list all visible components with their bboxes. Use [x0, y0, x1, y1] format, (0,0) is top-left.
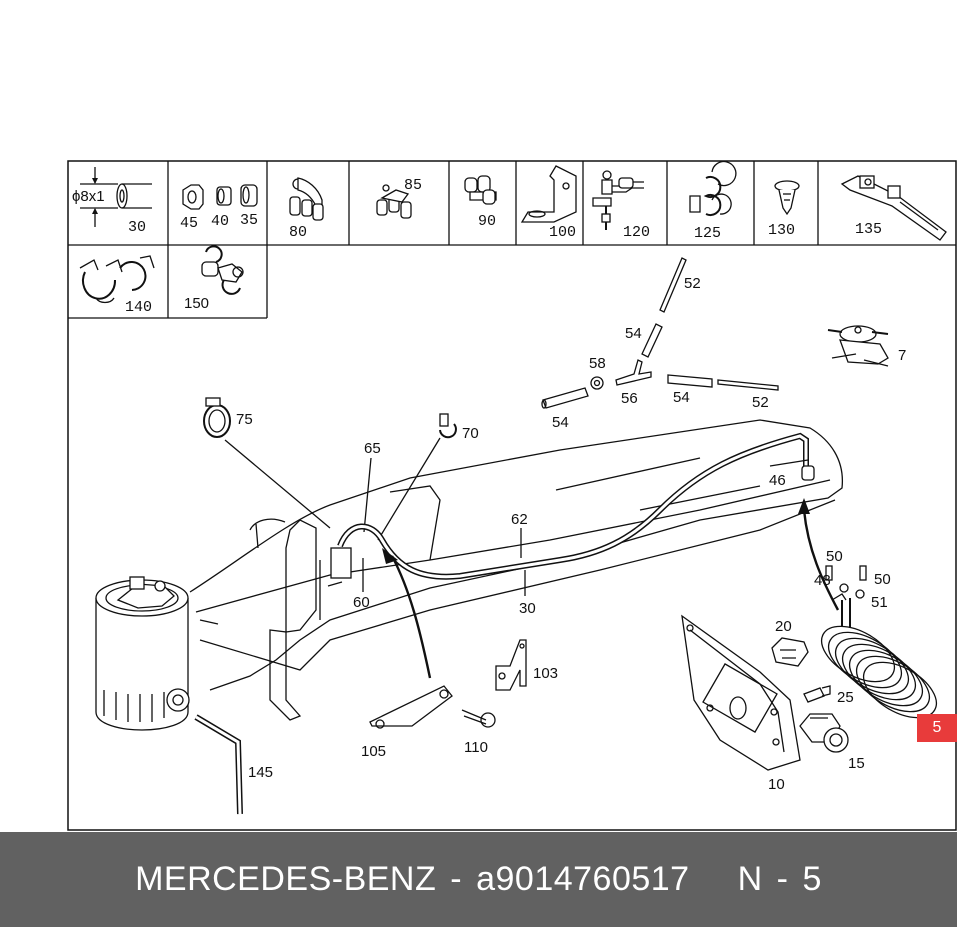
- chassis-rail: [189, 419, 844, 721]
- page-letter: N: [737, 860, 763, 898]
- callout-labels: 52 54 58 56 54 54 52 7 75 70 65 62 46 60…: [236, 275, 906, 793]
- part-20-clip: [771, 637, 809, 667]
- clip-75: [203, 397, 231, 438]
- legend-label-125: 125: [694, 225, 721, 242]
- legend-cell-nuts: 45 40 35: [180, 184, 258, 232]
- legend-label-45: 45: [180, 215, 198, 232]
- legend-cell-tie-135: 135: [840, 175, 947, 241]
- callout-110: 110: [464, 739, 488, 756]
- fuel-lines: [330, 432, 815, 580]
- legend-label-80: 80: [289, 224, 307, 241]
- legend-label-35: 35: [240, 212, 258, 229]
- part-145-hose: [194, 714, 243, 815]
- legend-label-140: 140: [125, 299, 152, 316]
- legend-cell-fitting-120: 120: [592, 170, 650, 241]
- legend-cell-clip-90: 90: [464, 175, 497, 230]
- legend-label-85: 85: [404, 177, 422, 194]
- clip-70: [439, 413, 457, 439]
- part-103-bracket: [495, 639, 527, 691]
- footer-bar: MERCEDES-BENZ - a9014760517 N - 5: [0, 832, 957, 927]
- legend-label-100: 100: [549, 224, 576, 241]
- fuel-filter: [95, 576, 190, 731]
- small-fittings-48-51: [825, 565, 867, 601]
- legend-cell-clip-80: 80: [289, 177, 324, 241]
- legend-cell-clip-140: 140: [79, 255, 155, 316]
- callout-48: 48: [814, 572, 831, 589]
- parts-diagram: ϕ8x1 30 45 40 35 80 85 90: [67, 160, 957, 831]
- callout-20: 20: [775, 618, 792, 635]
- legend-cell-clip-125: 125: [689, 160, 737, 242]
- callout-51: 51: [871, 594, 888, 611]
- pipe-spec-label: ϕ8x1: [72, 188, 105, 205]
- callout-10: 10: [768, 776, 785, 793]
- footer-dash-2: -: [776, 860, 789, 898]
- legend-cell-rivet-130: 130: [768, 180, 800, 239]
- part-15-clamp: [799, 713, 849, 753]
- callout-70: 70: [462, 425, 479, 442]
- part-7-fitting: [827, 325, 889, 367]
- callout-60: 60: [353, 594, 370, 611]
- callout-52a: 52: [684, 275, 701, 292]
- callout-30: 30: [519, 600, 536, 617]
- indicator-arrows: [382, 498, 840, 679]
- callout-7: 7: [898, 347, 906, 364]
- legend-cell-clip-85: 85: [376, 177, 422, 219]
- callout-15: 15: [848, 755, 865, 772]
- legend-label-90: 90: [478, 213, 496, 230]
- callout-58: 58: [589, 355, 606, 372]
- brand-name: MERCEDES-BENZ: [135, 860, 437, 898]
- part-number: a9014760517: [476, 860, 690, 898]
- callout-54c: 54: [673, 389, 690, 406]
- legend-cell-pipe: ϕ8x1 30: [72, 167, 152, 236]
- hose-set: [541, 257, 779, 409]
- legend-cell-clip-150: 150: [184, 245, 244, 312]
- legend-label-120: 120: [623, 224, 650, 241]
- legend-label-40: 40: [211, 213, 229, 230]
- footer-dash-1: -: [450, 860, 463, 898]
- callout-46: 46: [769, 472, 786, 489]
- diagram-frame: [67, 160, 957, 831]
- part-10-plate: [681, 614, 801, 771]
- part-5-coil-tube: [821, 598, 937, 719]
- legend-cell-bracket-100: 100: [520, 165, 577, 241]
- callout-75: 75: [236, 411, 253, 428]
- callout-145: 145: [248, 764, 273, 781]
- callout-56: 56: [621, 390, 638, 407]
- callout-50b: 50: [874, 571, 891, 588]
- callout-103: 103: [533, 665, 558, 682]
- callout-52b: 52: [752, 394, 769, 411]
- part-110-bolt: [461, 709, 496, 728]
- part-25-bolt: [803, 685, 831, 703]
- callout-54b: 54: [552, 414, 569, 431]
- callout-25: 25: [837, 689, 854, 706]
- legend-label-135: 135: [855, 221, 882, 238]
- page-badge: 5: [917, 714, 957, 742]
- callout-62: 62: [511, 511, 528, 528]
- callout-65: 65: [364, 440, 381, 457]
- legend-label-130: 130: [768, 222, 795, 239]
- callout-50a: 50: [826, 548, 843, 565]
- page-number: 5: [802, 860, 822, 898]
- legend-label-150: 150: [184, 295, 209, 312]
- callout-105: 105: [361, 743, 386, 760]
- legend-label-30: 30: [128, 219, 146, 236]
- callout-54a: 54: [625, 325, 642, 342]
- part-105-bracket: [369, 685, 453, 729]
